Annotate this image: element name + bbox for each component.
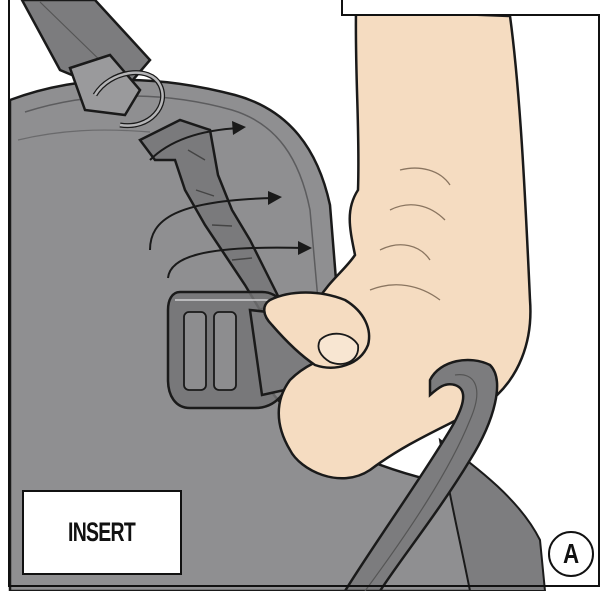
step-letter: A bbox=[563, 540, 579, 568]
panel-top-notch bbox=[341, 0, 600, 16]
buckle-slot-2 bbox=[214, 312, 236, 390]
step-badge: A bbox=[548, 531, 594, 577]
instruction-label-box: INSERT bbox=[22, 490, 182, 575]
instruction-label: INSERT bbox=[69, 517, 136, 548]
buckle-slot-1 bbox=[184, 312, 206, 390]
